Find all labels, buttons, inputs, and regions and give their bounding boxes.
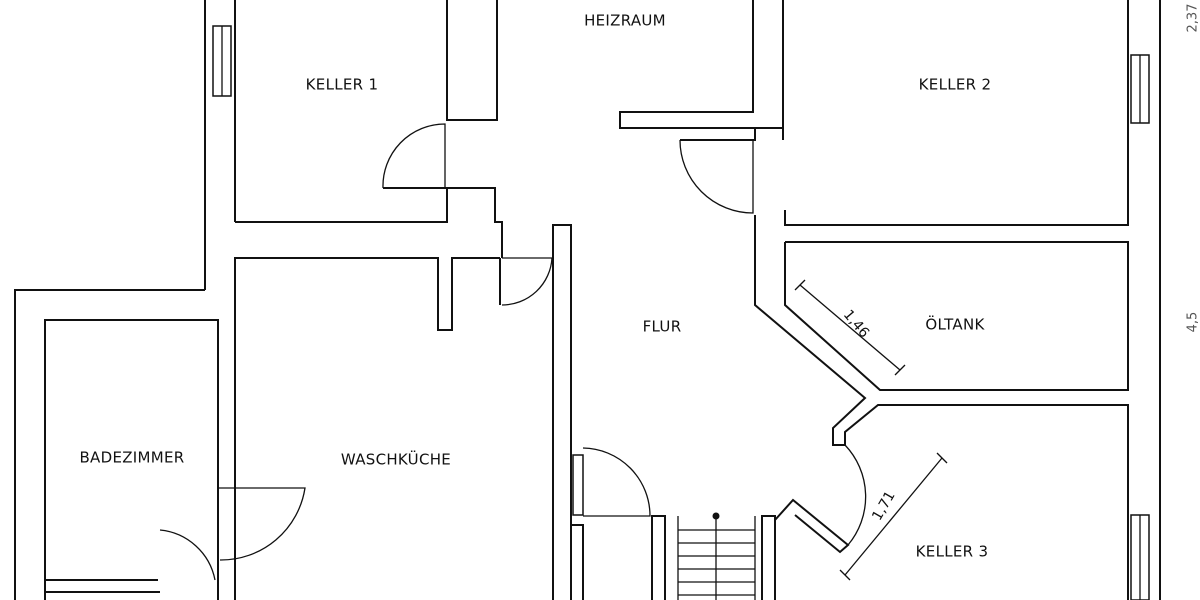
dimension-tick [936, 452, 948, 464]
room-label-keller1: KELLER 1 [306, 76, 379, 94]
room-label-keller2: KELLER 2 [919, 76, 992, 94]
stair-left-wall [651, 515, 666, 600]
dimension-tick [794, 279, 806, 291]
outer-wall-left-upper [204, 0, 236, 290]
door-swing-flur [582, 447, 651, 517]
badezimmer-bottom-wall [45, 579, 160, 593]
door-swing-keller1 [382, 123, 446, 189]
door-swing-bad [218, 487, 306, 561]
staircase [677, 512, 756, 600]
waschkueche-right-wall [552, 224, 572, 600]
flur-lower-left-wall [570, 524, 584, 600]
keller1-bottom-wall [235, 188, 448, 223]
room-label-flur: FLUR [643, 318, 682, 336]
stair-right-wall [761, 515, 776, 600]
doors [159, 123, 867, 581]
dimension-line-keller3 [844, 457, 943, 576]
dimension-label-edge-mid: 4,5 [1186, 312, 1200, 333]
door-swing-keller2 [679, 139, 754, 214]
dimension-label-oeltank: 1,46 [840, 307, 872, 341]
heizraum-door-stop [680, 128, 756, 141]
outer-wall-left-wing [14, 289, 205, 600]
room-label-oeltank: ÖLTANK [925, 315, 985, 334]
dimension-line-oeltank [799, 284, 901, 371]
keller2-wall [782, 0, 1129, 226]
door-swing-badezimmer [159, 529, 216, 581]
window-flur [572, 454, 584, 516]
room-label-keller3: KELLER 3 [916, 543, 989, 561]
room-label-waschkueche: WASCHKÜCHE [341, 450, 451, 469]
door-swing-waschkueche [501, 257, 553, 306]
badezimmer-outline [44, 319, 219, 600]
oeltank-angled-wall [754, 215, 1129, 600]
windows [212, 25, 1150, 600]
walls [14, 0, 1161, 600]
dimension-label-keller3: 1,71 [869, 489, 898, 524]
room-label-heizraum: HEIZRAUM [584, 12, 666, 30]
heizraum-right-wall [619, 0, 784, 129]
stair-arrow-dot [712, 512, 720, 520]
oeltank-outline [784, 241, 1129, 391]
keller3-door-wall [774, 498, 850, 554]
dimension-tick [894, 364, 906, 376]
dimension-lines [794, 279, 948, 581]
door-swing-keller3 [844, 444, 867, 546]
room-label-badezimmer: BADEZIMMER [79, 449, 184, 467]
dimension-tick [839, 569, 851, 581]
keller1-right-wall [446, 0, 498, 121]
waschkueche-top-wall [234, 257, 500, 600]
room-labels: HEIZRAUM KELLER 1 KELLER 2 FLUR ÖLTANK B… [79, 12, 991, 561]
keller1-door-wall [383, 187, 503, 258]
dimension-label-edge-top: 2,37 [1186, 4, 1200, 33]
